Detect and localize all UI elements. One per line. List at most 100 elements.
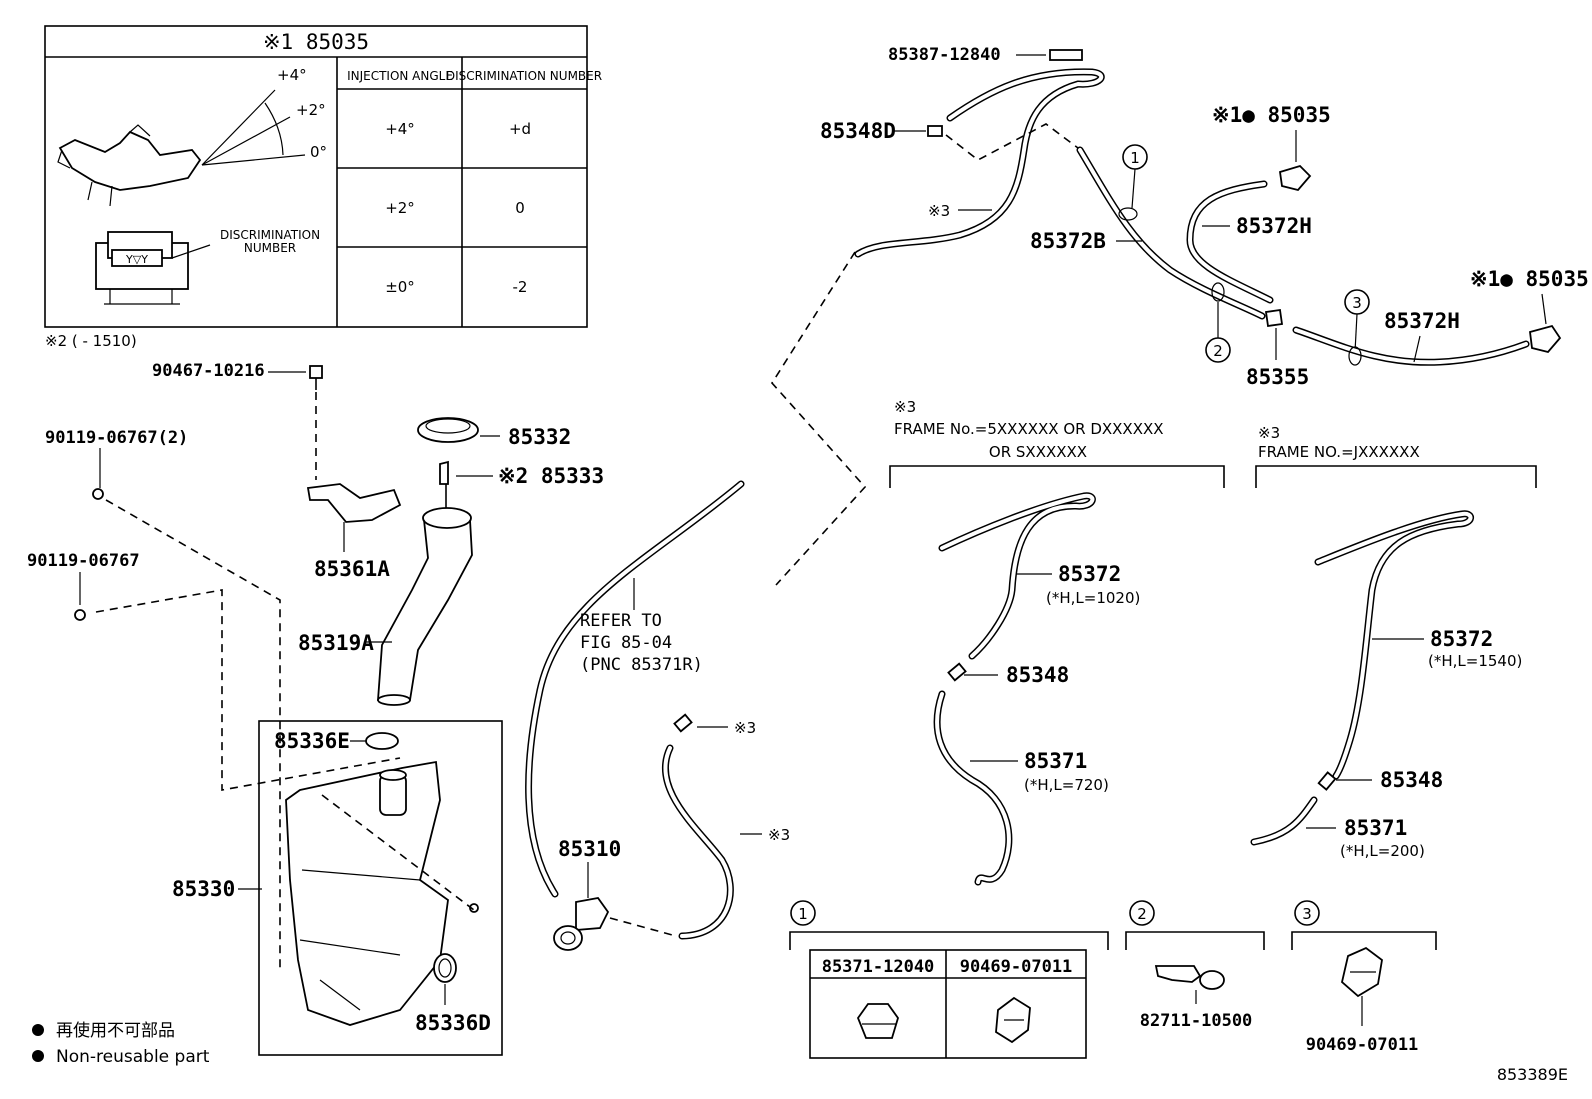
hose-85371-right xyxy=(1250,796,1318,846)
label-85372B: 85372B xyxy=(1030,229,1106,253)
label-85387-12840: 85387-12840 xyxy=(888,45,1001,65)
hose-85372B xyxy=(1076,146,1266,320)
clip-90469-07011-a xyxy=(995,996,1031,1044)
frame-left-85372-note: (*H,L=1020) xyxy=(1046,589,1140,607)
legend-en: Non-reusable part xyxy=(56,1047,210,1067)
table-number-3: -2 xyxy=(513,278,528,296)
label-85035-b: ※1● 85035 xyxy=(1470,267,1589,291)
frame-right-85372: 85372 xyxy=(1430,627,1493,651)
detail-box-1-col1: 85371-12040 xyxy=(822,957,935,977)
label-85372H-b: 85372H xyxy=(1384,309,1460,333)
label-90467-10216: 90467-10216 xyxy=(152,361,265,381)
callout-3-detail xyxy=(1294,900,1320,926)
legend-dot-jp xyxy=(32,1024,44,1036)
frame-right-85371-note: (*H,L=200) xyxy=(1340,842,1425,860)
table-angle-1: +4° xyxy=(385,120,415,138)
refer-line-3: (PNC 85371R) xyxy=(580,655,703,675)
nozzle-side-sketch xyxy=(57,124,202,207)
frame-left-line2: OR SXXXXXX xyxy=(989,443,1087,461)
svg-text:1: 1 xyxy=(798,905,808,923)
frame-right-joint-85348 xyxy=(1317,771,1337,791)
bolt-90467 xyxy=(309,365,323,390)
detail-box-1 xyxy=(809,949,1087,1059)
discrimination-label-2: NUMBER xyxy=(244,241,296,255)
label-85355: 85355 xyxy=(1246,365,1309,389)
svg-text:1: 1 xyxy=(1130,149,1140,167)
frame-right-85348: 85348 xyxy=(1380,768,1443,792)
clip-90469-07011-b xyxy=(1341,946,1383,998)
label-85332: 85332 xyxy=(508,425,571,449)
grommet-85336D xyxy=(433,953,457,983)
clamp-2-marker xyxy=(1211,282,1225,302)
refer-line-1: REFER TO xyxy=(580,611,662,631)
nozzle-front-sketch: Y▽Y xyxy=(95,231,189,305)
angle-label-plus4: +4° xyxy=(277,66,307,84)
callout-2-detail xyxy=(1129,900,1155,926)
table-angle-2: +2° xyxy=(385,199,415,217)
frame-left-85348: 85348 xyxy=(1006,663,1069,687)
label-85035-a: ※1● 85035 xyxy=(1212,103,1331,127)
label-90119-06767-2: 90119-06767(2) xyxy=(45,428,188,448)
label-85333: ※2 85333 xyxy=(498,464,604,488)
frame-left-mark: ※3 xyxy=(894,398,916,416)
label-star3-a: ※3 xyxy=(734,719,756,737)
joint-85355 xyxy=(1264,308,1284,328)
frame-right-85371: 85371 xyxy=(1344,816,1407,840)
label-85348D: 85348D xyxy=(820,119,896,143)
filler-pipe-85319A xyxy=(377,507,473,706)
table-header-number: DISCRIMINATION NUMBER xyxy=(446,69,602,83)
hose-refer xyxy=(525,480,745,898)
label-85330: 85330 xyxy=(172,877,235,901)
screw-90119-a xyxy=(92,488,104,500)
detail-box-3-part: 90469-07011 xyxy=(1306,1035,1419,1055)
washer-pump-85310 xyxy=(553,897,610,951)
screw-90119-b xyxy=(74,609,86,621)
frame-right-mark: ※3 xyxy=(1258,424,1280,442)
angle-label-plus2: +2° xyxy=(296,101,326,119)
svg-text:Y▽Y: Y▽Y xyxy=(125,253,148,266)
svg-text:3: 3 xyxy=(1352,294,1362,312)
legend-jp: 再使用不可部品 xyxy=(56,1020,175,1041)
label-85336E: 85336E xyxy=(274,729,350,753)
label-85361A: 85361A xyxy=(314,557,390,581)
angle-label-zero: 0° xyxy=(310,143,327,161)
discrimination-label-1: DISCRIMINATION xyxy=(220,228,320,242)
clamp-82711-10500 xyxy=(1154,965,1225,990)
table-angle-3: ±0° xyxy=(385,278,415,296)
connector-star3 xyxy=(673,713,693,733)
nozzle-85035-b xyxy=(1529,324,1562,354)
nozzle-inset: ※1 85035 INJECTION ANGLE DISCRIMINATION … xyxy=(44,25,602,328)
label-star3-c: ※3 xyxy=(928,202,950,220)
grommet-85336E xyxy=(365,732,399,750)
legend-dot-en xyxy=(32,1050,44,1062)
frame-left-85371-note: (*H,L=720) xyxy=(1024,776,1109,794)
label-85372H-a: 85372H xyxy=(1236,214,1312,238)
frame-left-85372: 85372 xyxy=(1058,562,1121,586)
level-gauge-85333 xyxy=(439,460,449,515)
label-90119-06767: 90119-06767 xyxy=(27,551,140,571)
svg-text:2: 2 xyxy=(1213,342,1223,360)
joint-85348D xyxy=(927,125,943,137)
clip-85387 xyxy=(1049,49,1083,61)
hose-85371-left xyxy=(933,690,1013,886)
tank-group-box xyxy=(258,720,503,1056)
inset-title: ※1 85035 xyxy=(263,30,369,54)
diagram-code: 853389E xyxy=(1497,1065,1568,1084)
clip-85371-12040 xyxy=(856,1003,899,1039)
clamp-1-marker xyxy=(1118,207,1138,221)
label-star3-b: ※3 xyxy=(768,826,790,844)
frame-right-85372-note: (*H,L=1540) xyxy=(1428,652,1522,670)
label-85336D: 85336D xyxy=(415,1011,491,1035)
label-85310: 85310 xyxy=(558,837,621,861)
nozzle-85035-a xyxy=(1278,164,1312,192)
frame-left-joint-85348 xyxy=(947,662,967,682)
detail-box-2-part: 82711-10500 xyxy=(1140,1011,1253,1031)
note-star2: ※2 ( - 1510) xyxy=(45,332,137,350)
cap-85332 xyxy=(417,417,479,443)
svg-text:2: 2 xyxy=(1137,905,1147,923)
hose-85372H-upper xyxy=(1186,180,1274,304)
label-85319A: 85319A xyxy=(298,631,374,655)
bracket-85361A xyxy=(306,483,402,523)
frame-left-line1: FRAME No.=5XXXXXX OR DXXXXXX xyxy=(894,420,1164,438)
